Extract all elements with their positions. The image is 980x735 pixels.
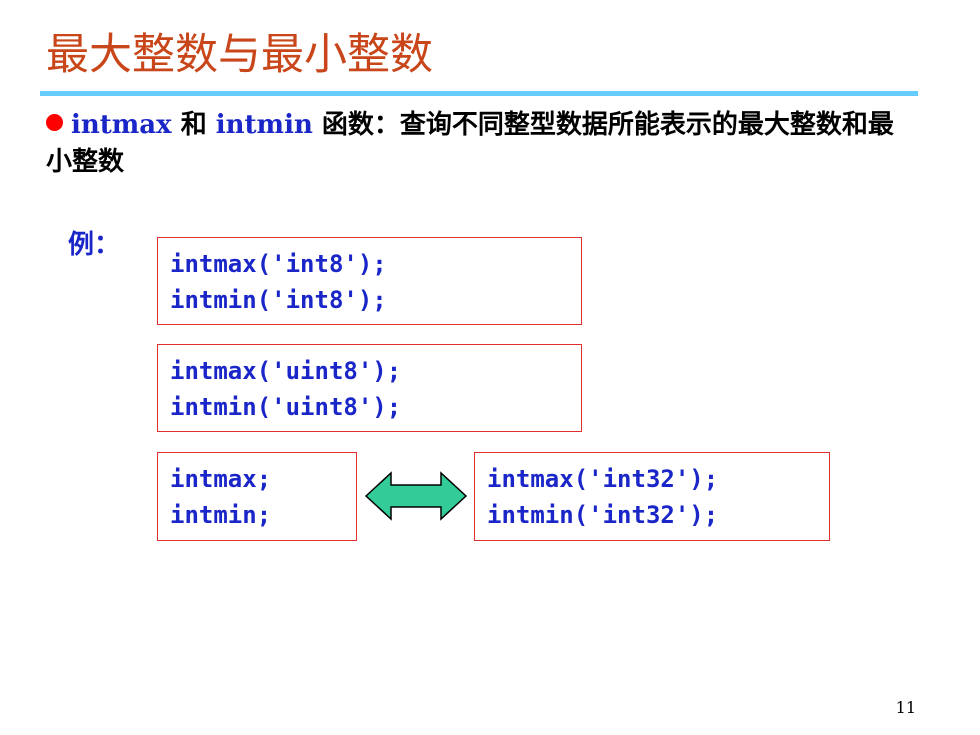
code-box-int8: intmax('int8'); intmin('int8'); xyxy=(157,237,582,325)
code-line: intmax; xyxy=(170,465,272,493)
example-label: 例： xyxy=(68,230,121,260)
double-headed-arrow-icon xyxy=(364,471,468,521)
function-name-intmin: intmin xyxy=(215,110,313,140)
bullet-paragraph: intmax 和 intmin 函数：查询不同整型数据所能表示的最大整数和最小整… xyxy=(46,107,916,181)
slide-title: 最大整数与最小整数 xyxy=(46,30,433,80)
code-line: intmax('int8'); xyxy=(170,250,387,278)
title-underline xyxy=(40,91,918,96)
code-line: intmax('int32'); xyxy=(487,465,719,493)
bullet-description: 函数：查询不同整型数据所能表示的最大整数和最小整数 xyxy=(46,110,894,177)
code-line: intmin('int8'); xyxy=(170,286,387,314)
code-line: intmin('int32'); xyxy=(487,501,719,529)
function-name-intmax: intmax xyxy=(71,110,172,140)
bullet-conjunction: 和 xyxy=(171,110,216,140)
code-box-default: intmax; intmin; xyxy=(157,452,357,541)
code-line: intmin('uint8'); xyxy=(170,393,402,421)
page-number: 11 xyxy=(895,698,916,717)
code-line: intmin; xyxy=(170,501,272,529)
bullet-dot-icon xyxy=(46,114,63,131)
code-box-uint8: intmax('uint8'); intmin('uint8'); xyxy=(157,344,582,432)
code-line: intmax('uint8'); xyxy=(170,357,402,385)
code-box-int32: intmax('int32'); intmin('int32'); xyxy=(474,452,830,541)
